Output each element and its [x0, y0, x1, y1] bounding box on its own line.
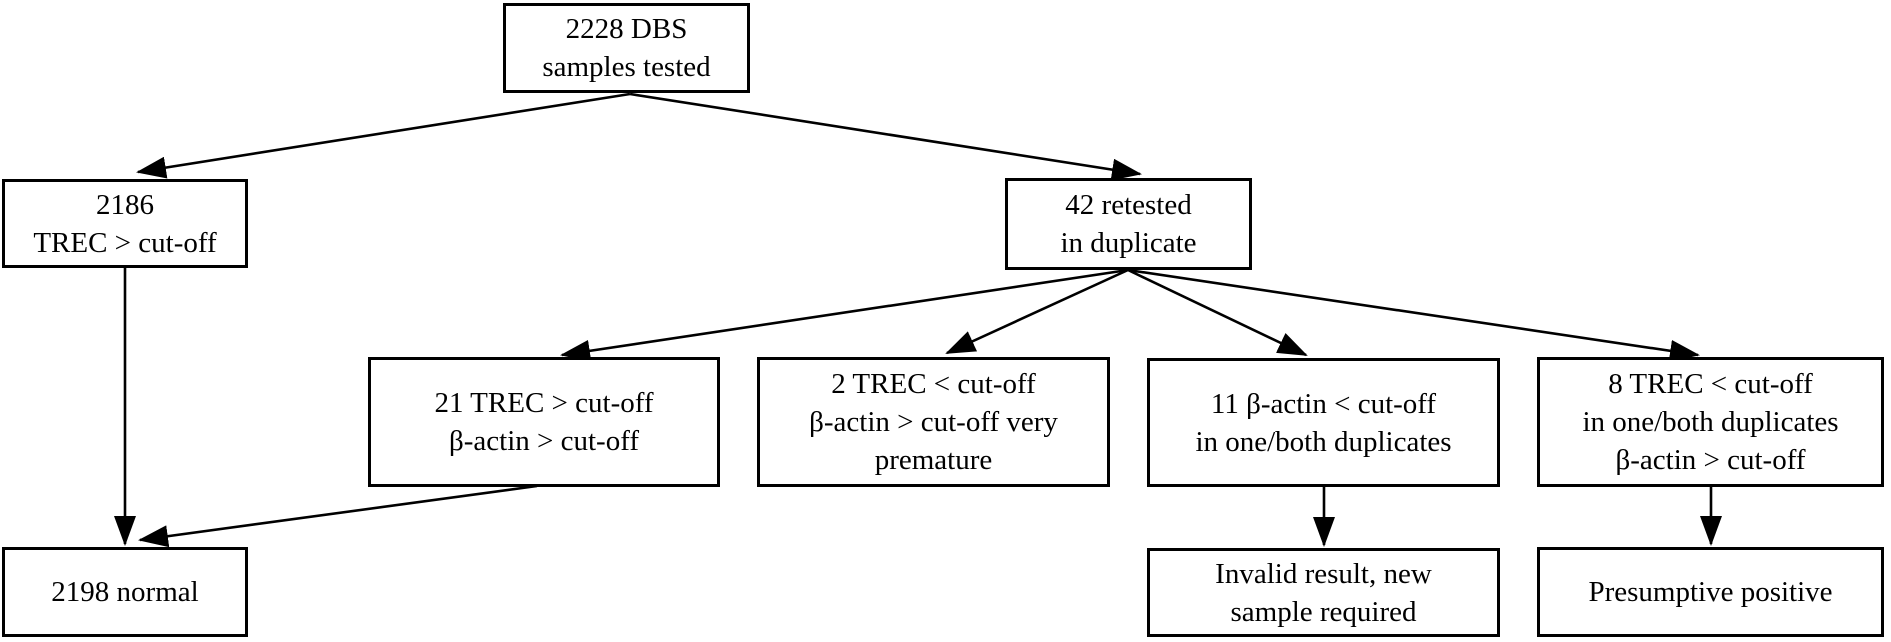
edge-retested-to-retest-a [560, 268, 1129, 362]
node-presumptive-positive: Presumptive positive [1537, 547, 1884, 637]
edge-retested-to-retest-d [1127, 268, 1700, 362]
node-trec-above-cutoff: 2186 TREC > cut-off [2, 179, 248, 268]
node-invalid-result: Invalid result, new sample required [1147, 548, 1500, 637]
node-samples-tested: 2228 DBS samples tested [503, 3, 750, 93]
node-retest-bactin-below-cutoff: 11 β-actin < cut-off in one/both duplica… [1147, 358, 1500, 487]
node-normal-result: 2198 normal [2, 547, 248, 637]
node-retest-trec-below-cutoff: 8 TREC < cut-off in one/both duplicates … [1537, 357, 1884, 487]
edge-retested-to-retest-b [945, 268, 1129, 355]
node-retest-very-premature: 2 TREC < cut-off β-actin > cut-off very … [757, 357, 1110, 487]
node-retested-in-duplicate: 42 retested in duplicate [1005, 178, 1252, 270]
edge-samples-to-retested [629, 92, 1142, 181]
node-retest-trec-above-cutoff: 21 TREC > cut-off β-actin > cut-off [368, 357, 720, 487]
edge-samples-to-trec-above [136, 92, 631, 179]
edge-retest-a-to-normal [138, 484, 538, 548]
edge-retested-to-retest-c [1127, 268, 1308, 357]
